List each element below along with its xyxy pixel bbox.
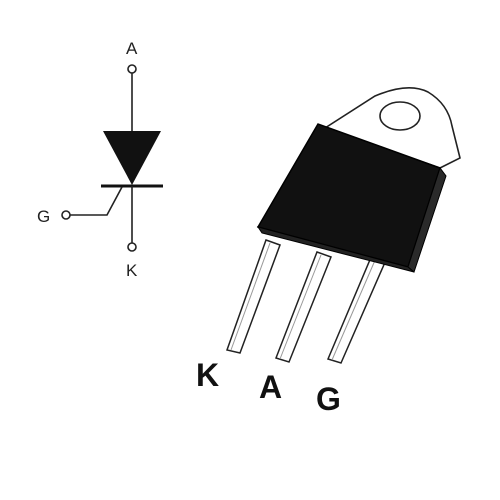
anode-terminal: [127, 64, 137, 74]
to218-package: [226, 87, 461, 364]
anode-label: A: [126, 39, 138, 58]
lead-k: [226, 239, 281, 354]
pin-label-g: G: [316, 381, 341, 417]
diode-triangle: [103, 131, 161, 185]
cathode-label: K: [126, 261, 138, 280]
mounting-hole: [379, 101, 421, 131]
gate-label: G: [37, 207, 50, 226]
lead-a: [275, 251, 332, 363]
cathode-terminal: [127, 242, 137, 252]
thyristor-symbol: A K G: [37, 39, 163, 280]
lead-g: [326, 254, 388, 364]
package-body-bottom: [256, 226, 415, 273]
gate-terminal: [61, 210, 71, 220]
gate-lead: [70, 186, 123, 216]
pin-label-a: A: [259, 369, 282, 405]
pin-label-k: K: [196, 357, 219, 393]
